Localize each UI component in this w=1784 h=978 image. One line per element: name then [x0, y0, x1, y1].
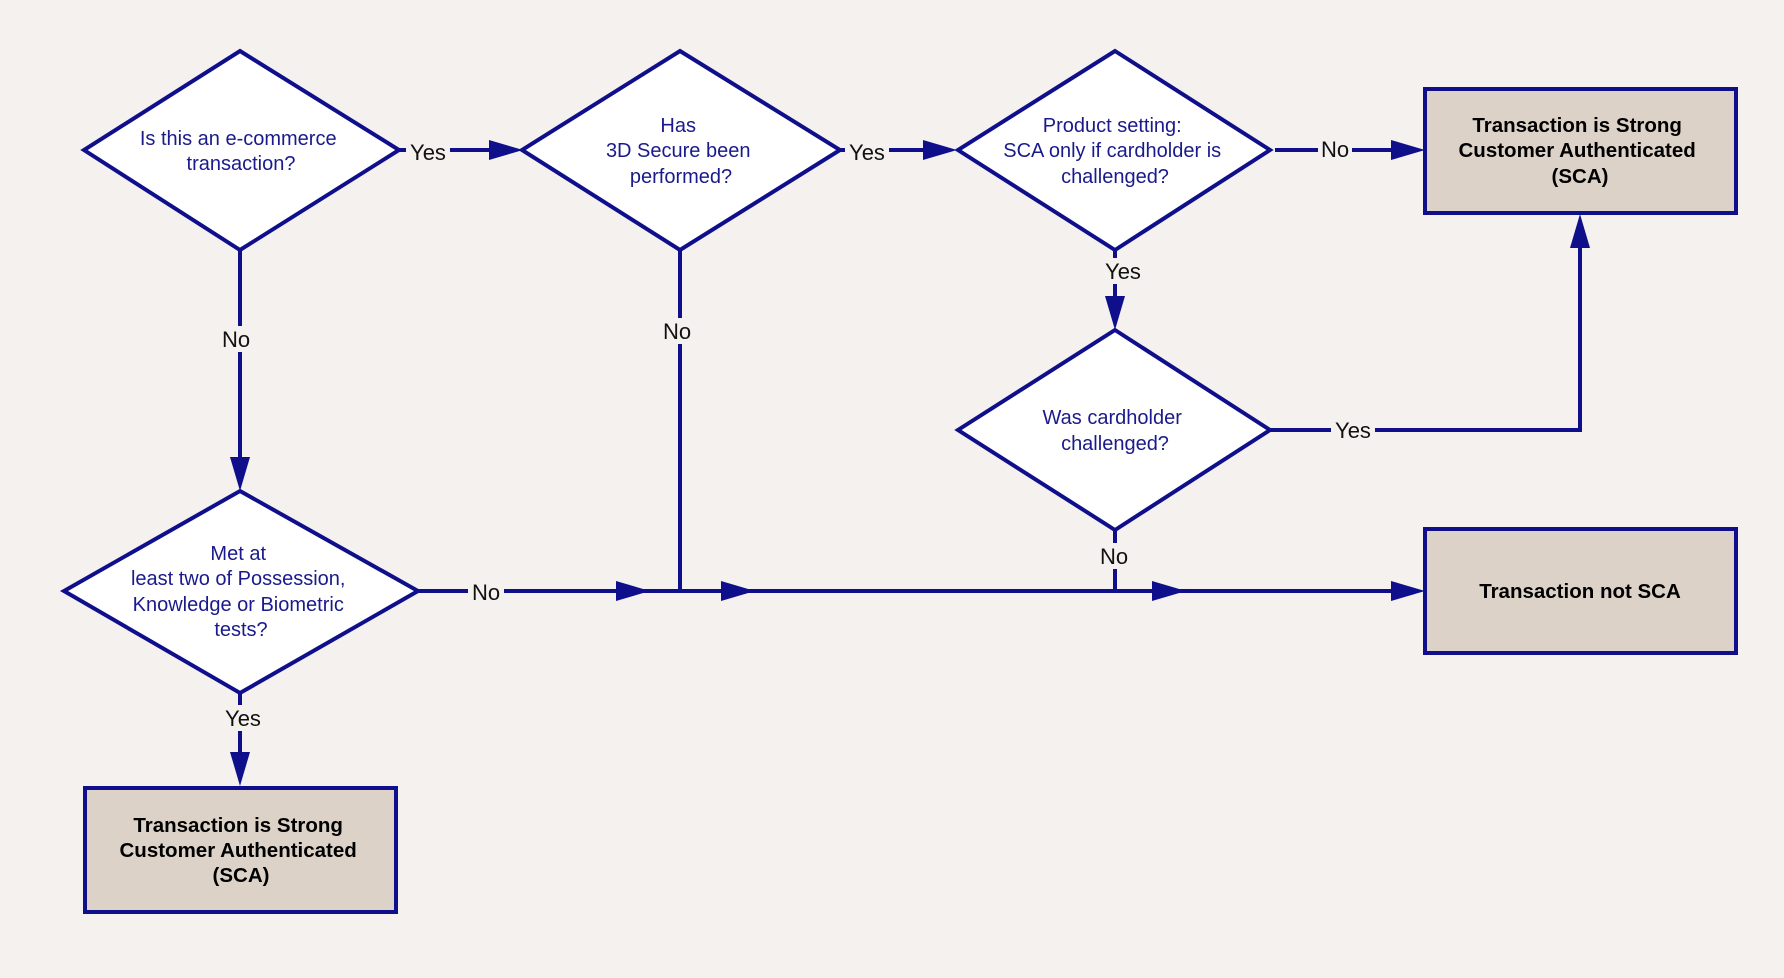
outcome-sca-top: Transaction is Strong Customer Authentic…	[1423, 87, 1738, 215]
decision-three-ds: Has 3D Secure been performed?	[518, 48, 844, 253]
decision-product-line-1: Product setting:	[1043, 115, 1182, 137]
decision-ecommerce-line-2: transaction?	[187, 153, 296, 175]
decision-two-factors-line-2: least two of Possession,	[131, 568, 346, 590]
svg-text:Transaction not SCA: Transaction not SCA	[1479, 580, 1681, 603]
svg-text:Is this an e-commerce tr: Is this an e-commerce transaction?	[140, 128, 342, 175]
label-challenged-yes: Yes	[1335, 418, 1371, 443]
arrowhead-icon	[923, 140, 957, 160]
label-product-yes: Yes	[1105, 259, 1141, 284]
decision-product-setting: Product setting: SCA only if cardholder …	[954, 48, 1274, 253]
outcome-not-sca-line-1: Transaction not SCA	[1479, 580, 1681, 603]
label-two-factors-no: No	[472, 580, 500, 605]
label-three-ds-yes: Yes	[849, 140, 885, 165]
decision-diamond	[954, 48, 1274, 253]
svg-text:Was cardholder challenge: Was cardholder challenged?	[1043, 407, 1188, 455]
outcome-sca-bottom-line-3: (SCA)	[213, 864, 270, 887]
decision-two-factors-line-4: tests?	[214, 619, 267, 641]
decision-product-line-2: SCA only if cardholder is	[1003, 140, 1221, 162]
decision-three-ds-line-3: performed?	[630, 166, 732, 188]
arrowhead-icon	[230, 752, 250, 786]
svg-text:Met at least two of Poss: Met at least two of Possession, Knowledg…	[131, 543, 351, 641]
arrowhead-icon	[616, 581, 650, 601]
arrowhead-icon	[230, 457, 250, 491]
outcome-sca-top-line-3: (SCA)	[1552, 165, 1609, 188]
arrowhead-icon	[721, 581, 755, 601]
svg-text:Transaction is Strong Cu: Transaction is Strong Customer Authentic…	[1459, 114, 1702, 188]
edge-labels: Yes Yes No Yes Yes No No No No Yes	[218, 137, 1375, 731]
decision-three-ds-line-1: Has	[660, 115, 696, 137]
decision-challenged-line-2: challenged?	[1061, 433, 1169, 455]
decision-ecommerce: Is this an e-commerce transaction?	[80, 48, 403, 253]
label-ecommerce-yes: Yes	[410, 140, 446, 165]
decision-two-factors: Met at least two of Possession, Knowledg…	[59, 488, 423, 696]
decision-diamond	[954, 327, 1274, 533]
arrowhead-icon	[1391, 581, 1425, 601]
decision-challenged-line-1: Was cardholder	[1043, 407, 1183, 429]
arrowhead-icon	[1391, 140, 1425, 160]
decision-ecommerce-line-1: Is this an e-commerce	[140, 128, 337, 150]
decision-two-factors-line-3: Knowledge or Biometric	[133, 594, 344, 616]
decision-three-ds-line-2: 3D Secure been	[606, 140, 751, 162]
outcome-sca-top-line-1: Transaction is Strong	[1472, 114, 1682, 137]
outcome-sca-top-line-2: Customer Authenticated	[1459, 139, 1696, 162]
edge-challenged-yes	[1270, 244, 1582, 432]
label-challenged-no: No	[1100, 544, 1128, 569]
outcome-box	[1423, 527, 1738, 655]
decision-two-factors-line-1: Met at	[210, 543, 266, 565]
decision-diamond	[80, 48, 403, 253]
decision-diamond	[59, 488, 423, 696]
outcome-sca-bottom-line-2: Customer Authenticated	[120, 839, 357, 862]
svg-text:Transaction is Strong Cu: Transaction is Strong Customer Authentic…	[120, 814, 363, 887]
arrowhead-icon	[1570, 214, 1590, 248]
decision-product-line-3: challenged?	[1061, 166, 1169, 188]
arrowhead-icon	[1105, 296, 1125, 330]
outcome-box	[83, 786, 398, 914]
outcome-sca-bottom-line-1: Transaction is Strong	[133, 814, 343, 837]
edges	[230, 140, 1590, 786]
arrowhead-icon	[1152, 581, 1186, 601]
label-three-ds-no: No	[663, 319, 691, 344]
arrowhead-icon	[489, 140, 523, 160]
svg-text:Has 3D Secure been: Has 3D Secure been performed?	[606, 115, 756, 188]
label-two-factors-yes: Yes	[225, 706, 261, 731]
svg-text:Product setting: SCA onl: Product setting: SCA only if cardholder …	[1003, 115, 1226, 188]
outcome-box	[1423, 87, 1738, 215]
decision-challenged: Was cardholder challenged?	[954, 327, 1274, 533]
decision-diamond	[518, 48, 844, 253]
label-product-no: No	[1321, 137, 1349, 162]
outcome-sca-bottom: Transaction is Strong Customer Authentic…	[83, 786, 398, 914]
label-ecommerce-no: No	[222, 327, 250, 352]
outcome-not-sca: Transaction not SCA	[1423, 527, 1738, 655]
